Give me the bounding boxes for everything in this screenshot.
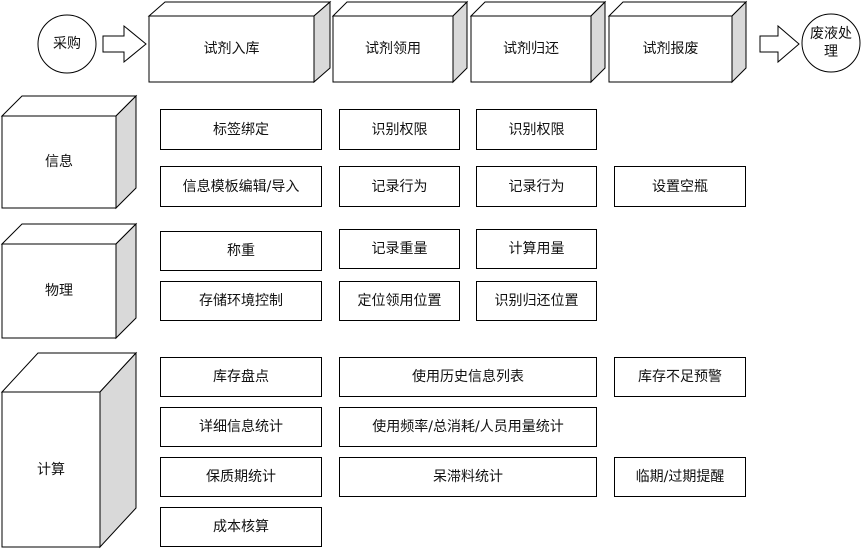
row-label-compute: 计算 (37, 461, 65, 478)
start-node-circle (37, 14, 97, 74)
compute-box-usage-history: 使用历史信息列表 (339, 357, 597, 397)
info-box-record-receive: 记录行为 (339, 166, 460, 207)
compute-box-detail-stats: 详细信息统计 (160, 407, 322, 447)
end-node-circle (801, 13, 861, 73)
compute-box-inventory: 库存盘点 (160, 357, 322, 397)
info-box-template-edit: 信息模板编辑/导入 (160, 166, 322, 207)
compute-box-shelf-life-stats: 保质期统计 (160, 457, 322, 497)
physical-box-storage-env: 存储环境控制 (160, 281, 322, 321)
row-cube-physical (0, 222, 138, 340)
compute-box-low-stock-alert: 库存不足预警 (614, 357, 746, 397)
flow-arrow-end (759, 24, 800, 64)
info-box-permission-receive: 识别权限 (339, 109, 460, 150)
compute-box-frequency-stats: 使用频率/总消耗/人员用量统计 (339, 407, 597, 447)
compute-box-idle-stock-stats: 呆滞料统计 (339, 457, 597, 497)
info-box-record-return: 记录行为 (476, 166, 597, 207)
info-box-label-binding: 标签绑定 (160, 109, 322, 150)
end-node-label: 废液处理 (810, 26, 852, 60)
stage-cube-2 (331, 0, 469, 84)
physical-box-weighing: 称重 (160, 231, 322, 271)
physical-box-calc-usage: 计算用量 (476, 229, 597, 269)
physical-box-record-weight: 记录重量 (339, 229, 460, 269)
row-label-physical: 物理 (45, 283, 73, 299)
stage-cube-4 (607, 0, 748, 84)
stage-label-2: 试剂领用 (365, 41, 421, 57)
compute-box-expiry-reminder: 临期/过期提醒 (614, 457, 746, 497)
physical-box-locate-receive: 定位领用位置 (339, 281, 460, 321)
row-cube-compute (0, 351, 138, 549)
stage-cube-3 (469, 0, 607, 84)
compute-box-cost-accounting: 成本核算 (160, 507, 322, 547)
stage-label-4: 试剂报废 (642, 41, 699, 57)
stage-label-3: 试剂归还 (503, 41, 559, 57)
info-box-set-empty-bottle: 设置空瓶 (614, 166, 746, 207)
info-box-permission-return: 识别权限 (476, 109, 597, 150)
stage-cube-1 (147, 0, 332, 84)
row-cube-info (0, 94, 138, 210)
row-label-info: 信息 (45, 154, 73, 170)
start-node-label: 采购 (53, 36, 81, 52)
flow-arrow-start (102, 24, 147, 64)
physical-box-locate-return: 识别归还位置 (476, 281, 597, 321)
stage-label-1: 试剂入库 (203, 41, 260, 57)
